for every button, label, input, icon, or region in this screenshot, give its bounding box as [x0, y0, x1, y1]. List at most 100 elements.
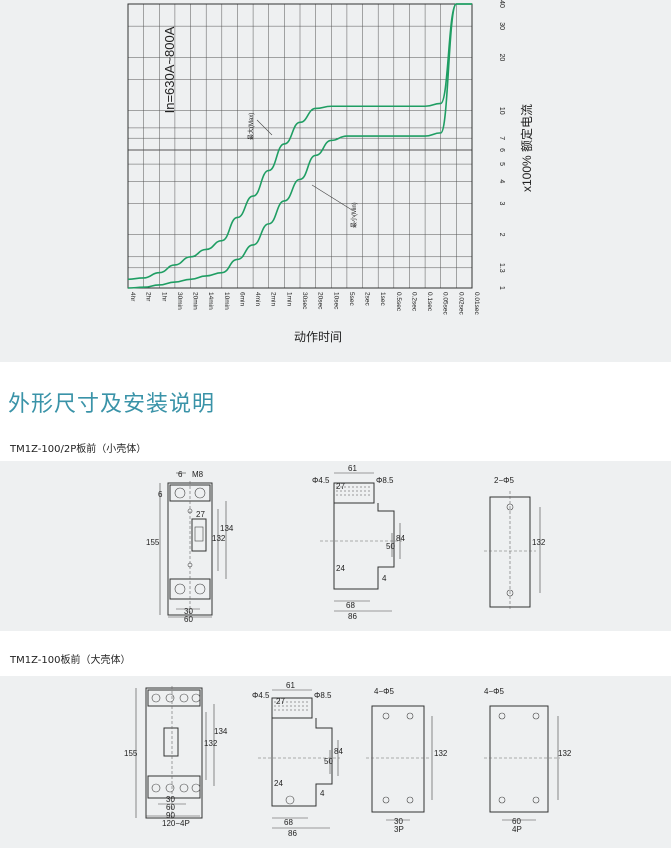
dim-holes: 2−Φ5	[494, 476, 515, 485]
dim-holes-4p: 4−Φ5	[484, 687, 505, 696]
y-axis-label: x100% 额定电流	[519, 104, 534, 192]
dim-m8: M8	[192, 470, 204, 479]
plot-frame	[127, 3, 473, 289]
dim-132: 132	[212, 534, 226, 543]
time-current-chart: 4hr 2hr 1hr 30min 20min 14min 10min 6min 4min 2mi…	[127, 0, 534, 344]
y-tick-label: 40	[498, 0, 505, 8]
diagram2-panel	[0, 676, 671, 848]
y-tick-label: 30	[498, 22, 505, 30]
y-tick-label: 7	[498, 136, 505, 140]
dim-84-l: 84	[334, 747, 343, 756]
dim-4-l: 4	[320, 789, 325, 798]
y-tick-label: 1	[498, 286, 505, 290]
dim-60: 60	[184, 615, 193, 624]
series-label-min: 最小(Min)	[350, 202, 358, 228]
dim-68: 68	[346, 601, 355, 610]
mounting-view-4p: 4−Φ5 132 60 4P	[484, 687, 572, 834]
max-leader-line	[256, 119, 273, 136]
dim-holes-3p: 4−Φ5	[374, 687, 395, 696]
chart-panel	[0, 0, 671, 362]
dim-50: 50	[386, 542, 395, 551]
chart-curves	[127, 3, 472, 289]
x-tick-label: 1hr	[160, 292, 167, 302]
x-tick-label: 1sec	[379, 292, 386, 306]
y-tick-label: 6	[498, 148, 505, 152]
x-tick-label: 2sec	[364, 292, 371, 306]
x-tick-label: 0.1sec	[426, 292, 433, 312]
dim-phi45-l: Φ4.5	[252, 691, 270, 700]
y-tick-label: 5	[498, 162, 505, 166]
diagram2-caption: TM1Z-100板前（大壳体）	[10, 655, 131, 666]
diagram2-drawings: 155 134 132 30 60 90 120−4P Φ4.5 27 61 Φ…	[124, 681, 572, 838]
x-tick-labels: 4hr 2hr 1hr 30min 20min 14min 10min 6min 4min 2mi…	[129, 292, 480, 316]
dim-30: 30	[184, 607, 193, 616]
dim-132-mount: 132	[532, 538, 546, 547]
dim-4: 4	[382, 574, 387, 583]
dim-50-l: 50	[324, 757, 333, 766]
x-tick-label: 0.01sec	[473, 292, 480, 316]
x-tick-label: 2hr	[145, 292, 152, 302]
y-tick-label: 20	[498, 53, 505, 61]
x-tick-label: 20min	[192, 292, 199, 310]
dim-30-l: 30	[166, 795, 175, 804]
y-tick-labels: 1 1.3 2 3 4 5 6 7 10 20 30 40	[498, 0, 505, 290]
dim-phi85-l: Φ8.5	[314, 691, 332, 700]
x-tick-label: 10min	[223, 292, 230, 310]
x-tick-label: 20sec	[317, 292, 324, 310]
dim-27-side: 27	[336, 482, 345, 491]
y-tick-label: 2	[498, 233, 505, 237]
dim-24-l: 24	[274, 779, 283, 788]
dim-86: 86	[348, 612, 357, 621]
dim-132-4p: 132	[558, 749, 572, 758]
dim-155: 155	[146, 538, 160, 547]
dim-61: 61	[348, 464, 357, 473]
dim-132-l: 132	[204, 739, 218, 748]
dim-134-l: 134	[214, 727, 228, 736]
dim-120-l: 120−4P	[162, 819, 190, 828]
rating-label: In=630A~800A	[162, 26, 177, 113]
diagram1-panel	[0, 461, 671, 631]
x-axis-label: 动作时间	[294, 330, 342, 344]
dim-phi85: Φ8.5	[376, 476, 394, 485]
x-tick-label: 0.05sec	[442, 292, 449, 316]
x-tick-label: 6min	[238, 292, 245, 306]
x-tick-label: 0.2sec	[410, 292, 417, 312]
dim-60-4p: 60	[512, 817, 521, 826]
x-tick-label: 14min	[207, 292, 214, 310]
dim-30-3p: 30	[394, 817, 403, 826]
mounting-view-3p: 4−Φ5 132 30 3P	[366, 687, 448, 834]
y-tick-label: 1.3	[498, 263, 505, 273]
dim-phi45: Φ4.5	[312, 476, 330, 485]
curve-series-max	[127, 3, 472, 281]
x-tick-label: 30min	[176, 292, 183, 310]
front-view-large: 155 134 132 30 60 90 120−4P	[124, 686, 228, 828]
dim-134: 134	[220, 524, 234, 533]
dim-3p: 3P	[394, 825, 404, 834]
dim-27-side-l: 27	[276, 697, 285, 706]
y-tick-label: 4	[498, 179, 505, 183]
dim-132-3p: 132	[434, 749, 448, 758]
curve-series-min	[127, 3, 472, 289]
y-tick-label: 10	[498, 107, 505, 115]
y-tick-label: 3	[498, 201, 505, 205]
x-tick-label: 2min	[270, 292, 277, 306]
x-tick-label: 5sec	[348, 292, 355, 306]
dim-61-l: 61	[286, 681, 295, 690]
x-tick-label: 0.02sec	[457, 292, 464, 316]
x-tick-label: 0.5sec	[395, 292, 402, 312]
min-leader-line	[311, 184, 353, 211]
dim-24: 24	[336, 564, 345, 573]
side-view-large: Φ4.5 27 61 Φ8.5 84 50 24 4 68 86	[252, 681, 343, 838]
dim-90-l: 90	[166, 811, 175, 820]
section-title: 外形尺寸及安装说明	[8, 392, 216, 417]
dim-27: 27	[196, 510, 205, 519]
dim-60-l: 60	[166, 803, 175, 812]
series-label-max: 最大(Max)	[247, 113, 255, 140]
dim-155-l: 155	[124, 749, 138, 758]
x-tick-label: 4min	[254, 292, 261, 306]
x-tick-label: 4hr	[129, 292, 136, 302]
x-tick-label: 10sec	[332, 292, 339, 310]
x-tick-label: 1min	[285, 292, 292, 306]
side-view-small: Φ4.5 27 61 Φ8.5 84 50 24 4 68 86	[312, 464, 405, 621]
chart-grid	[127, 3, 473, 289]
